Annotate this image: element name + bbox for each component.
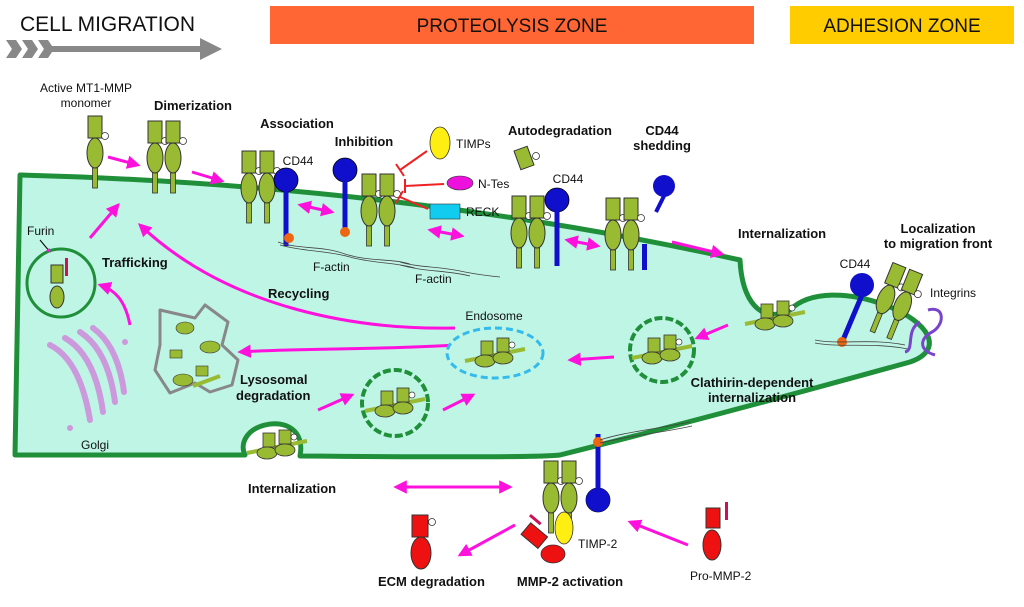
arrow-to-internalization-top (671, 240, 725, 259)
arrow-trafficking (88, 202, 120, 239)
lysosomal-label-1: Lysosomal (240, 372, 307, 387)
svg-text:CD44: CD44 (553, 172, 584, 186)
shed-cd44-stub (642, 244, 647, 270)
lysosome (153, 303, 240, 395)
svg-text:F-actin: F-actin (313, 260, 350, 274)
svg-text:Dimerization: Dimerization (154, 98, 232, 113)
timp2-icon (554, 511, 574, 545)
golgi-label: Golgi (81, 438, 109, 452)
clathrin-label-2: internalization (708, 390, 796, 405)
svg-text:F-actin: F-actin (415, 272, 452, 286)
svg-text:TIMPs: TIMPs (456, 137, 491, 151)
arrow-monomer-to-dimer (107, 155, 141, 169)
svg-text:TIMP-2: TIMP-2 (578, 537, 618, 551)
clathrin-label-1: Clathirin-dependent (691, 375, 814, 390)
mmp2-activation-label: MMP-2 activation (517, 574, 623, 589)
autodegradation: Autodegradation CD44 (508, 123, 612, 268)
dimerization: Dimerization (147, 98, 232, 193)
arrow-inhibition-autodegradation (427, 225, 465, 241)
shed-cd44-head (653, 175, 675, 197)
proteolysis-zone-label: PROTEOLYSIS ZONE (417, 16, 608, 37)
svg-text:Autodegradation: Autodegradation (508, 123, 612, 138)
svg-text:monomer: monomer (61, 96, 112, 110)
cell-migration-title: CELL MIGRATION (20, 13, 195, 36)
arrow-to-lysosome (237, 343, 456, 359)
internalization-bottom-label: Internalization (248, 481, 336, 496)
adhesion-zone-banner (790, 6, 1014, 44)
proteolysis-zone-banner (270, 6, 754, 44)
internalization-top-label: Internalization (738, 226, 826, 241)
svg-text:CD44: CD44 (645, 123, 679, 138)
front-cd44 (850, 273, 874, 297)
cd44-front-label: CD44 (840, 257, 871, 271)
association: Association CD44 (241, 116, 334, 247)
localization-label-1: Localization (900, 221, 975, 236)
f-actin: F-actin F-actin (277, 241, 501, 286)
active-monomer: Active MT1-MMP monomer (40, 81, 132, 189)
integrins-label: Integrins (930, 286, 976, 300)
surface-complex: TIMP-2 (520, 421, 693, 564)
ecm-degradation-label: ECM degradation (378, 574, 485, 589)
arrow-association-inhibition (297, 200, 335, 217)
lysosomal-label-2: degradation (236, 388, 310, 403)
cell-migration-header: CELL MIGRATION (6, 13, 222, 60)
arrow-to-ecm (457, 523, 516, 557)
association-link-dot (284, 233, 294, 243)
furin-label: Furin (27, 224, 54, 238)
svg-text:N-Tes: N-Tes (478, 177, 509, 191)
localization-label-2: to migration front (884, 236, 993, 251)
cd44-shedding: CD44 shedding (605, 123, 691, 270)
arrow-pro-mmp2 (627, 519, 689, 547)
arrow-recycling (138, 223, 456, 330)
svg-text:CD44: CD44 (283, 154, 314, 168)
arrow-autodegradation-shedding (564, 235, 601, 251)
arrow-dimer-to-association (191, 170, 225, 185)
inhibition: Inhibition TIMPs N-Tes RECK (332, 126, 509, 246)
cell-membrane (12, 172, 932, 460)
ntes-icon (446, 175, 474, 191)
reck-icon (429, 203, 461, 220)
inhibition-bars (395, 150, 445, 210)
svg-text:RECK: RECK (466, 205, 499, 219)
svg-text:Inhibition: Inhibition (335, 134, 394, 149)
svg-text:Active MT1-MMP: Active MT1-MMP (40, 81, 132, 95)
svg-text:Pro-MMP-2: Pro-MMP-2 (690, 569, 752, 583)
svg-text:Association: Association (260, 116, 334, 131)
recycling-label: Recycling (268, 286, 329, 301)
migration-arrow-icon (6, 38, 222, 60)
ecm-mmp2 (410, 514, 436, 570)
svg-text:shedding: shedding (633, 138, 691, 153)
trafficking-label: Trafficking (102, 255, 168, 270)
integrins-icon (904, 307, 943, 357)
adhesion-zone-label: ADHESION ZONE (823, 16, 980, 37)
golgi-icon (47, 325, 128, 431)
timps-icon (429, 126, 451, 160)
pro-mmp2: Pro-MMP-2 (690, 502, 752, 583)
endosome-label: Endosome (465, 309, 523, 323)
